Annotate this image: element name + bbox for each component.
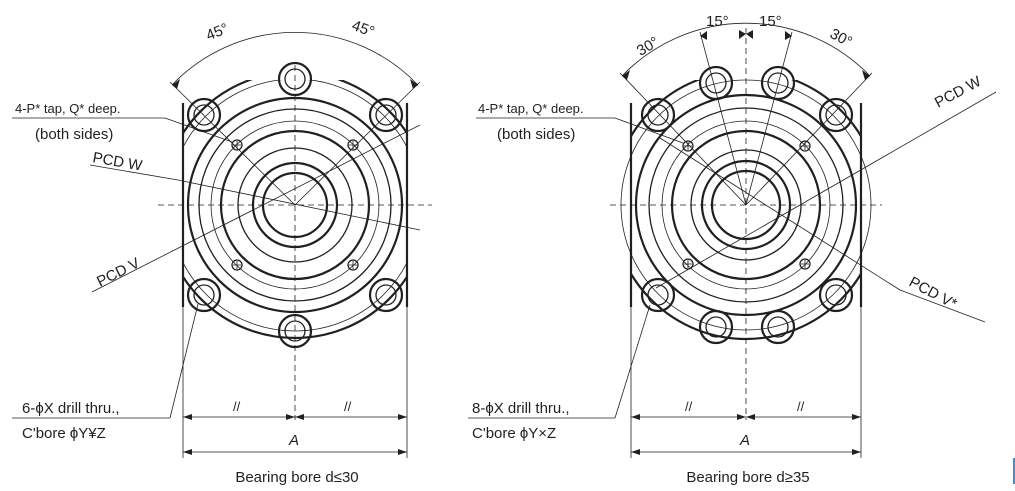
right-pcd-w-label: PCD W xyxy=(932,73,985,112)
right-view: 30° 15° 15° 30° 4-P* tap, Q* deep. (both… xyxy=(468,13,997,486)
left-half-mark-left: // xyxy=(233,399,241,414)
left-view: 45° 45° 4-P* tap, Q* deep. (both sides) … xyxy=(12,17,432,486)
right-tap-note-line2: (both sides) xyxy=(497,126,575,143)
left-drill-note-line2: C'bore ϕY¥Z xyxy=(22,425,106,442)
right-drill-note-line2: C'bore ϕY×Z xyxy=(472,425,556,442)
right-mounting-holes xyxy=(640,65,854,345)
right-dim-a-label: A xyxy=(739,432,750,449)
right-angle-30-right: 30° xyxy=(827,25,855,51)
right-pcd-v-label: PCD V* xyxy=(906,274,960,313)
left-angle-label-left: 45° xyxy=(204,20,231,44)
left-pcd-w-circle xyxy=(183,80,407,332)
right-angle-arc xyxy=(621,22,871,77)
left-half-mark-right: // xyxy=(344,399,352,414)
left-angle-arc xyxy=(171,31,419,86)
left-drill-note-line1: 6-ϕX drill thru., xyxy=(22,400,120,417)
right-tap-note-line1: 4-P* tap, Q* deep. xyxy=(478,101,584,116)
page-edge-marker xyxy=(1013,458,1015,484)
left-pcd-v-label: PCD V xyxy=(94,255,143,291)
left-mounting-holes xyxy=(186,61,404,349)
left-tap-note-line2: (both sides) xyxy=(35,126,113,143)
right-angle-15-left: 15° xyxy=(706,13,729,30)
right-angle-15-right: 15° xyxy=(759,13,782,30)
left-dim-a-label: A xyxy=(288,432,299,449)
right-half-mark-left: // xyxy=(685,399,693,414)
right-tapped-holes xyxy=(682,140,811,270)
right-half-mark-right: // xyxy=(797,399,805,414)
left-angle-label-right: 45° xyxy=(350,17,377,41)
right-angle-30-left: 30° xyxy=(634,34,662,60)
left-pcd-w-label: PCD W xyxy=(91,149,144,175)
right-caption: Bearing bore d≥35 xyxy=(686,469,809,486)
left-tap-note-line1: 4-P* tap, Q* deep. xyxy=(15,101,121,116)
right-drill-note-line1: 8-ϕX drill thru., xyxy=(472,400,570,417)
left-caption: Bearing bore d≤30 xyxy=(235,469,358,486)
